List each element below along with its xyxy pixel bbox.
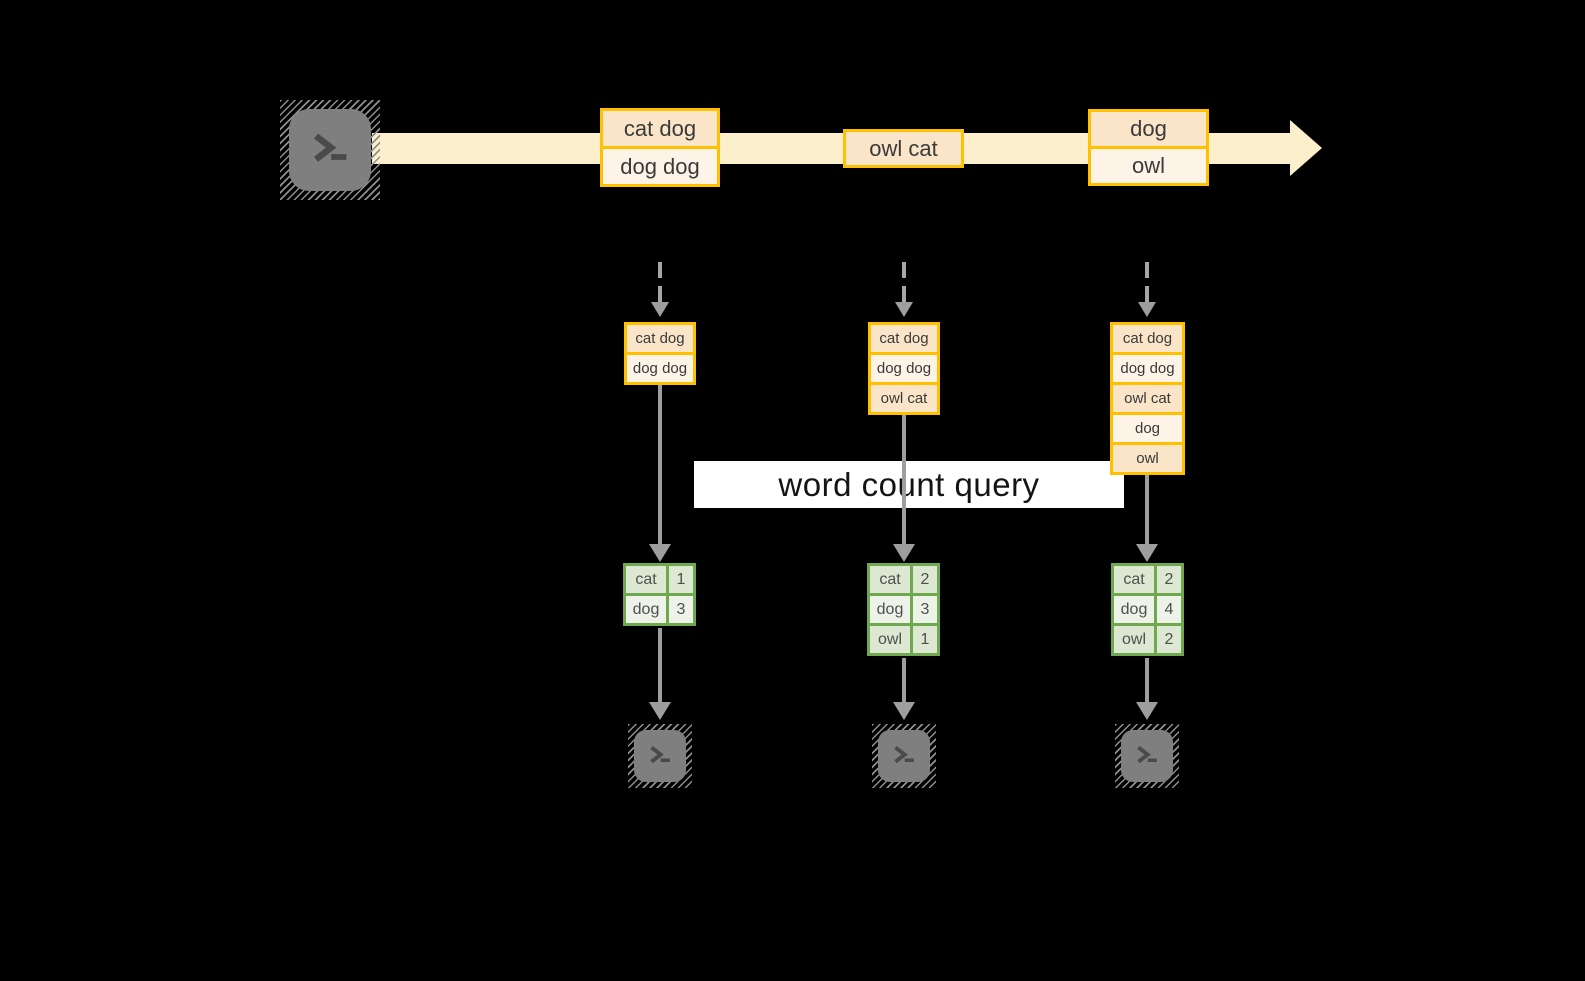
state-row: dog [1113, 415, 1182, 442]
count-cell: 3 [669, 596, 693, 623]
sink-terminal-icon-2 [872, 724, 936, 788]
terminal-icon [289, 109, 371, 191]
count-cell: 4 [1157, 596, 1181, 623]
word-cell: cat [870, 566, 910, 593]
word-cell: owl [870, 626, 910, 653]
arrowhead [1136, 702, 1158, 720]
stream-event-line: cat dog [603, 111, 717, 146]
dashed-arrowhead [895, 302, 913, 317]
stream-to-state-dashed-arrow [1145, 262, 1149, 302]
counts-to-sink-arrow [902, 658, 906, 702]
count-cell: 1 [669, 566, 693, 593]
state-to-counts-arrow [658, 385, 662, 544]
count-cell: 3 [913, 596, 937, 623]
word-cell: owl [1114, 626, 1154, 653]
stream-event-batch-1: cat dog dog dog [600, 108, 720, 187]
terminal-prompt-glyph [1137, 745, 1157, 764]
terminal-prompt-glyph [314, 133, 347, 162]
state-row: dog dog [627, 355, 693, 382]
word-cell: cat [626, 566, 666, 593]
stream-event-line: owl [1091, 149, 1206, 183]
accumulated-state-2: cat dog dog dog owl cat [868, 322, 940, 415]
dashed-arrowhead [651, 302, 669, 317]
count-cell: 2 [1157, 626, 1181, 653]
stream-event-batch-2: owl cat [843, 129, 964, 168]
arrowhead [1136, 544, 1158, 562]
query-label-band: word count query [694, 461, 1124, 508]
state-row: owl cat [871, 385, 937, 412]
state-row: cat dog [1113, 325, 1182, 352]
stream-event-line: dog [1091, 112, 1206, 146]
word-cell: dog [870, 596, 910, 623]
arrowhead [649, 702, 671, 720]
counts-to-sink-arrow [658, 628, 662, 702]
sink-terminal-icon-3 [1115, 724, 1179, 788]
word-cell: dog [1114, 596, 1154, 623]
stream-to-state-dashed-arrow [658, 262, 662, 302]
sink-terminal-icon-1 [628, 724, 692, 788]
accumulated-state-1: cat dog dog dog [624, 322, 696, 385]
accumulated-state-3: cat dog dog dog owl cat dog owl [1110, 322, 1185, 475]
stream-event-batch-3: dog owl [1088, 109, 1209, 186]
word-count-table-2: cat 2 dog 3 owl 1 [867, 563, 940, 656]
stream-event-line: dog dog [603, 149, 717, 184]
terminal-icon [634, 730, 686, 782]
terminal-icon [1121, 730, 1173, 782]
stream-event-line: owl cat [846, 132, 961, 165]
arrowhead [893, 702, 915, 720]
stream-arrowhead [1290, 120, 1322, 176]
word-cell: dog [626, 596, 666, 623]
count-cell: 2 [913, 566, 937, 593]
counts-to-sink-arrow [1145, 658, 1149, 702]
count-cell: 1 [913, 626, 937, 653]
word-count-table-3: cat 2 dog 4 owl 2 [1111, 563, 1184, 656]
stream-to-state-dashed-arrow [902, 262, 906, 302]
state-row: cat dog [627, 325, 693, 352]
state-row: cat dog [871, 325, 937, 352]
arrowhead [649, 544, 671, 562]
state-row: owl [1113, 445, 1182, 472]
word-cell: cat [1114, 566, 1154, 593]
state-row: owl cat [1113, 385, 1182, 412]
arrowhead [893, 544, 915, 562]
word-count-table-1: cat 1 dog 3 [623, 563, 696, 626]
state-row: dog dog [871, 355, 937, 382]
terminal-prompt-glyph [650, 745, 670, 764]
dashed-arrowhead [1138, 302, 1156, 317]
state-to-counts-arrow [1145, 475, 1149, 544]
terminal-icon [878, 730, 930, 782]
stream-source-terminal-icon [280, 100, 380, 200]
query-label: word count query [778, 465, 1040, 503]
terminal-prompt-glyph [894, 745, 914, 764]
state-row: dog dog [1113, 355, 1182, 382]
state-to-counts-arrow [902, 415, 906, 544]
count-cell: 2 [1157, 566, 1181, 593]
